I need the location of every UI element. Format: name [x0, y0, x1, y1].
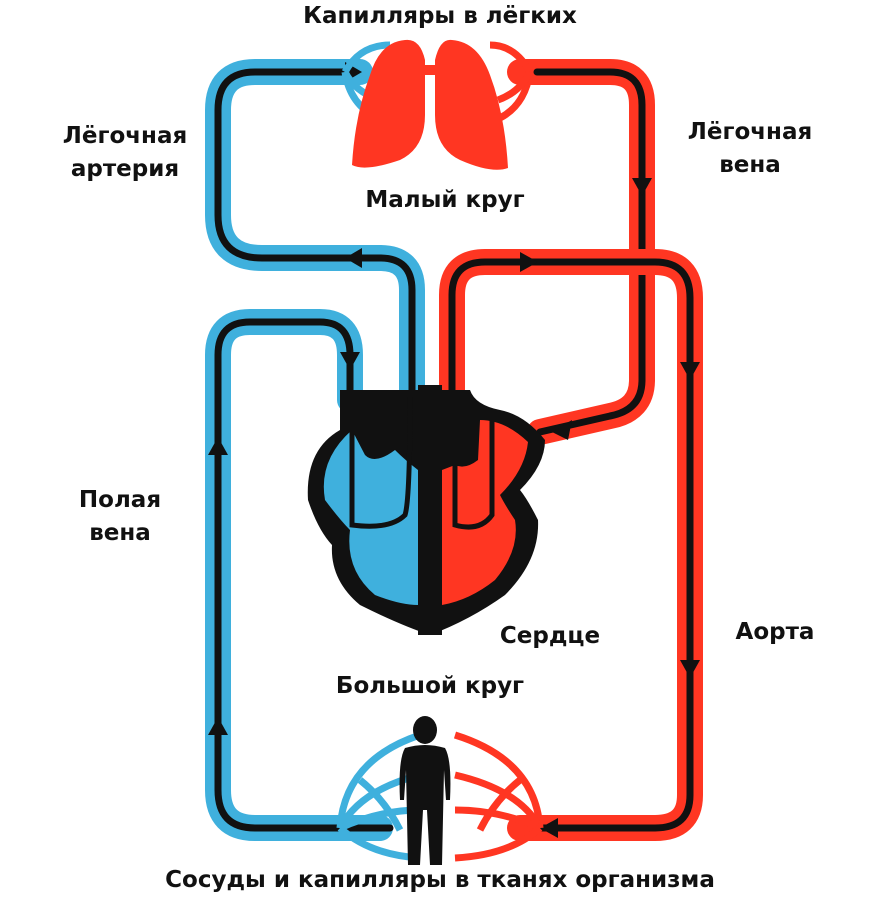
aorta-vessel: [439, 249, 703, 841]
vena-cava-label-line1: Полая: [78, 487, 162, 513]
tissue-capillaries-label: Сосуды и капилляры в тканях организма: [165, 867, 715, 893]
pulmonary-artery-label-line1: Лёгочная: [62, 123, 188, 149]
pulmonary-vein-label-line2: вена: [719, 152, 781, 179]
arrow-vena-cava-up-2: [208, 437, 228, 455]
arrow-pulm-vein-down: [632, 178, 652, 196]
arrow-aorta-bottom: [540, 818, 558, 838]
vena-cava-label-line2: вена: [89, 520, 151, 547]
arrow-aorta-right-1: [680, 362, 700, 380]
aorta-label: Аорта: [735, 619, 815, 645]
vena-cava-vessel: [205, 309, 394, 841]
arrow-aorta-right-2: [680, 660, 700, 678]
human-silhouette-icon: [399, 716, 451, 865]
arrow-vena-cava-up-1: [208, 717, 228, 735]
pulmonary-vein-label: Лёгочная вена: [670, 116, 830, 183]
arrow-vena-cava-down: [340, 352, 360, 370]
big-circle-label: Большой круг: [335, 673, 525, 699]
lungs-icon: [352, 39, 508, 170]
pulmonary-artery-label-line2: артерия: [70, 156, 180, 183]
arrow-pulm-vein-heart: [552, 420, 572, 440]
arrow-pulm-artery-mid: [345, 248, 362, 268]
pulmonary-vein-vessel: [507, 59, 655, 445]
pulmonary-artery-vessel: [205, 59, 425, 413]
heart-label: Сердце: [499, 623, 601, 649]
small-circle-label: Малый круг: [365, 187, 525, 213]
vena-cava-label: Полая вена: [50, 484, 190, 551]
pulmonary-artery-label: Лёгочная артерия: [40, 120, 210, 187]
pulmonary-vein-label-line1: Лёгочная: [687, 119, 813, 145]
arrow-aorta-top: [520, 252, 538, 272]
lung-capillaries-label: Капилляры в лёгких: [303, 3, 577, 29]
heart-icon: [307, 385, 545, 635]
